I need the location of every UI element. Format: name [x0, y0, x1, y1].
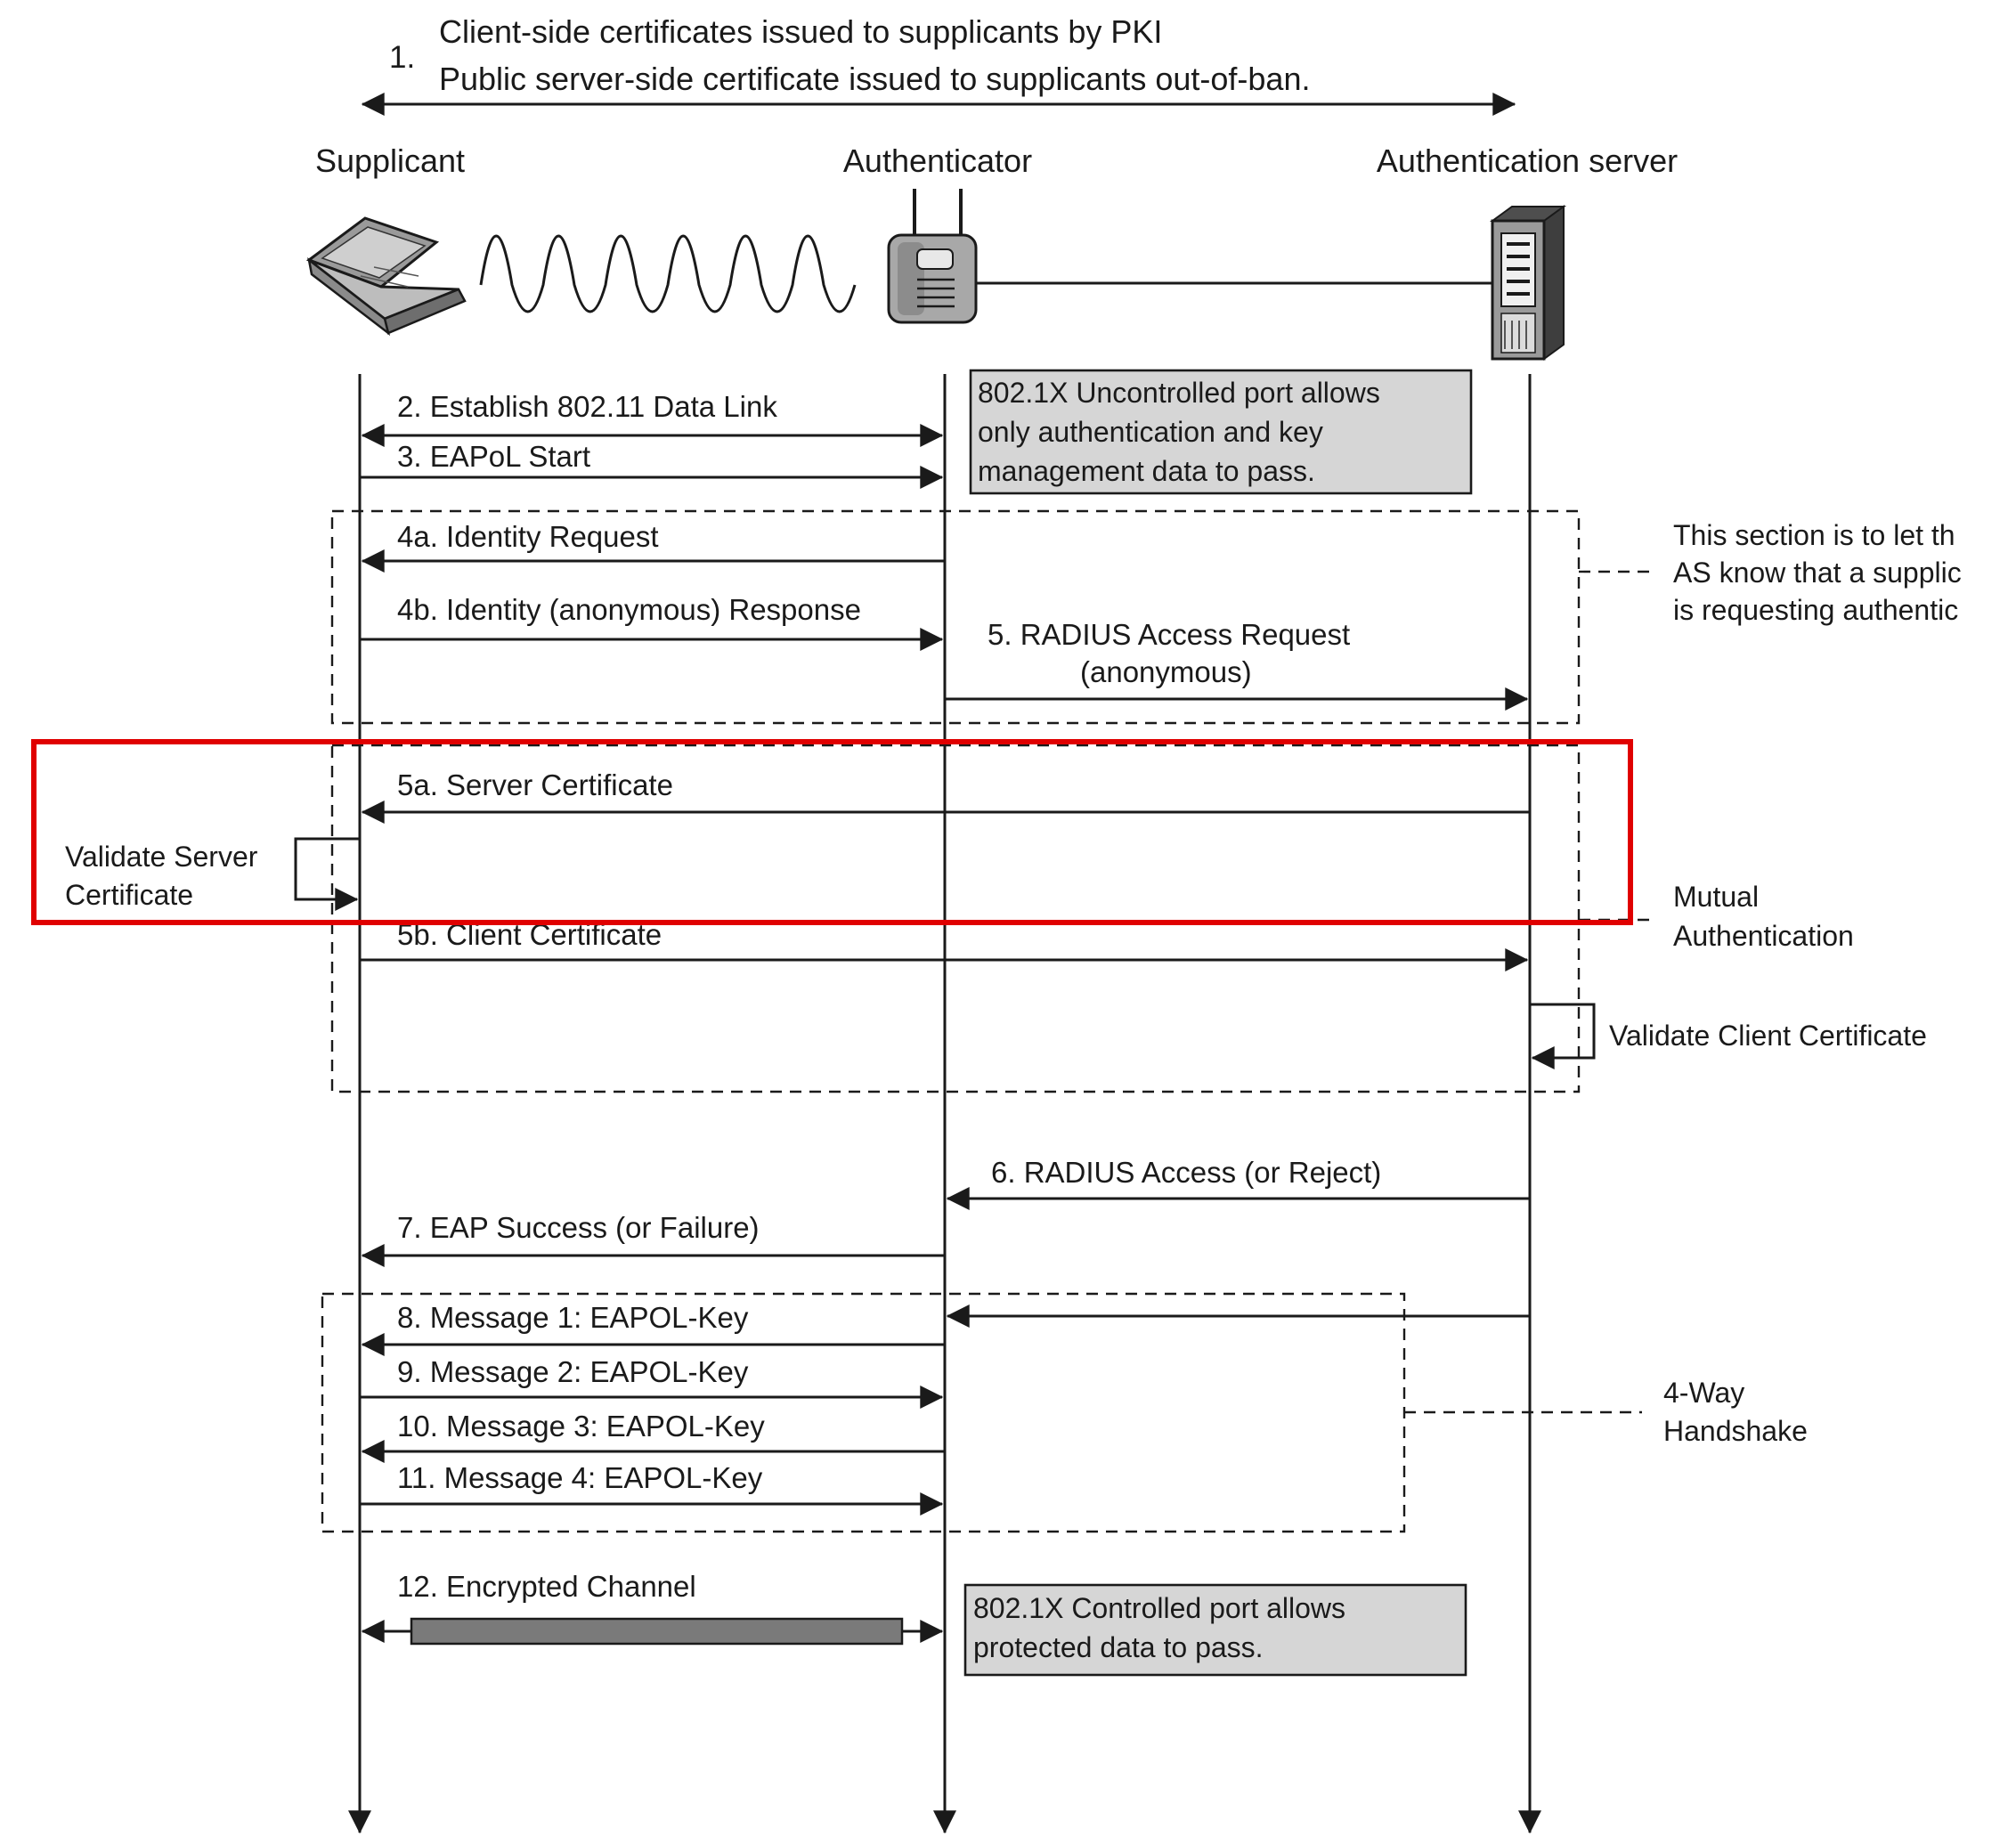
- step1-number: 1.: [389, 40, 415, 75]
- handshake-label-line2: Handshake: [1663, 1415, 1808, 1447]
- mutual-auth-label-line2: Authentication: [1673, 920, 1854, 952]
- validate-server-label-line1: Validate Server: [65, 841, 258, 873]
- validate-client-loop: [1530, 1003, 1596, 1069]
- uncontrolled-note-line3: management data to pass.: [978, 455, 1315, 487]
- authenticator-label: Authenticator: [843, 142, 1032, 179]
- msg-11-label: 11. Message 4: EAPOL-Key: [397, 1461, 763, 1494]
- validate-server-label-line2: Certificate: [65, 879, 193, 911]
- msg-4b-label: 4b. Identity (anonymous) Response: [397, 593, 861, 626]
- step1-line2: Public server-side certificate issued to…: [439, 61, 1310, 97]
- msg-5-label-line1: 5. RADIUS Access Request: [988, 618, 1350, 651]
- section-note-line3: is requesting authentic: [1673, 594, 1958, 626]
- uncontrolled-note-line2: only authentication and key: [978, 416, 1323, 448]
- handshake-label-line1: 4-Way: [1663, 1377, 1744, 1409]
- validate-server-loop: [294, 837, 360, 911]
- controlled-port-note: [963, 1583, 1467, 1677]
- highlight-box: [31, 739, 1633, 925]
- encrypted-channel-bar: [410, 1617, 904, 1646]
- msg-12-label: 12. Encrypted Channel: [397, 1570, 696, 1603]
- controlled-note-line1: 802.1X Controlled port allows: [973, 1592, 1345, 1624]
- msg-7-label: 7. EAP Success (or Failure): [397, 1211, 760, 1244]
- step1-line1: Client-side certificates issued to suppl…: [439, 13, 1162, 50]
- msg-10-label: 10. Message 3: EAPOL-Key: [397, 1410, 765, 1443]
- msg-5-label-line2: (anonymous): [1080, 655, 1252, 688]
- msg-9-label: 9. Message 2: EAPOL-Key: [397, 1355, 749, 1388]
- msg-4a-label: 4a. Identity Request: [397, 520, 659, 553]
- msg-3-label: 3. EAPoL Start: [397, 440, 590, 473]
- laptop-icon: [305, 216, 467, 337]
- msg-6-label: 6. RADIUS Access (or Reject): [991, 1156, 1381, 1189]
- section-note-line2: AS know that a supplic: [1673, 557, 1962, 589]
- msg-8-label: 8. Message 1: EAPOL-Key: [397, 1301, 749, 1334]
- validate-client-label: Validate Client Certificate: [1609, 1020, 1927, 1052]
- server-tower-icon: [1489, 205, 1567, 361]
- authentication-server-label: Authentication server: [1377, 142, 1678, 179]
- msg-2-label: 2. Establish 802.11 Data Link: [397, 390, 777, 423]
- mutual-auth-label-line1: Mutual: [1673, 881, 1759, 913]
- wireless-wave-icon: [479, 234, 857, 313]
- msg-5a-label: 5a. Server Certificate: [397, 768, 673, 801]
- section-note-line1: This section is to let th: [1673, 519, 1955, 551]
- uncontrolled-port-note: [969, 369, 1473, 495]
- access-point-icon: [887, 189, 978, 324]
- supplicant-label: Supplicant: [315, 142, 465, 179]
- uncontrolled-note-line1: 802.1X Uncontrolled port allows: [978, 377, 1380, 409]
- mutual-auth-box: [330, 744, 1581, 1093]
- controlled-note-line2: protected data to pass.: [973, 1631, 1264, 1663]
- identity-section-box: [330, 509, 1581, 725]
